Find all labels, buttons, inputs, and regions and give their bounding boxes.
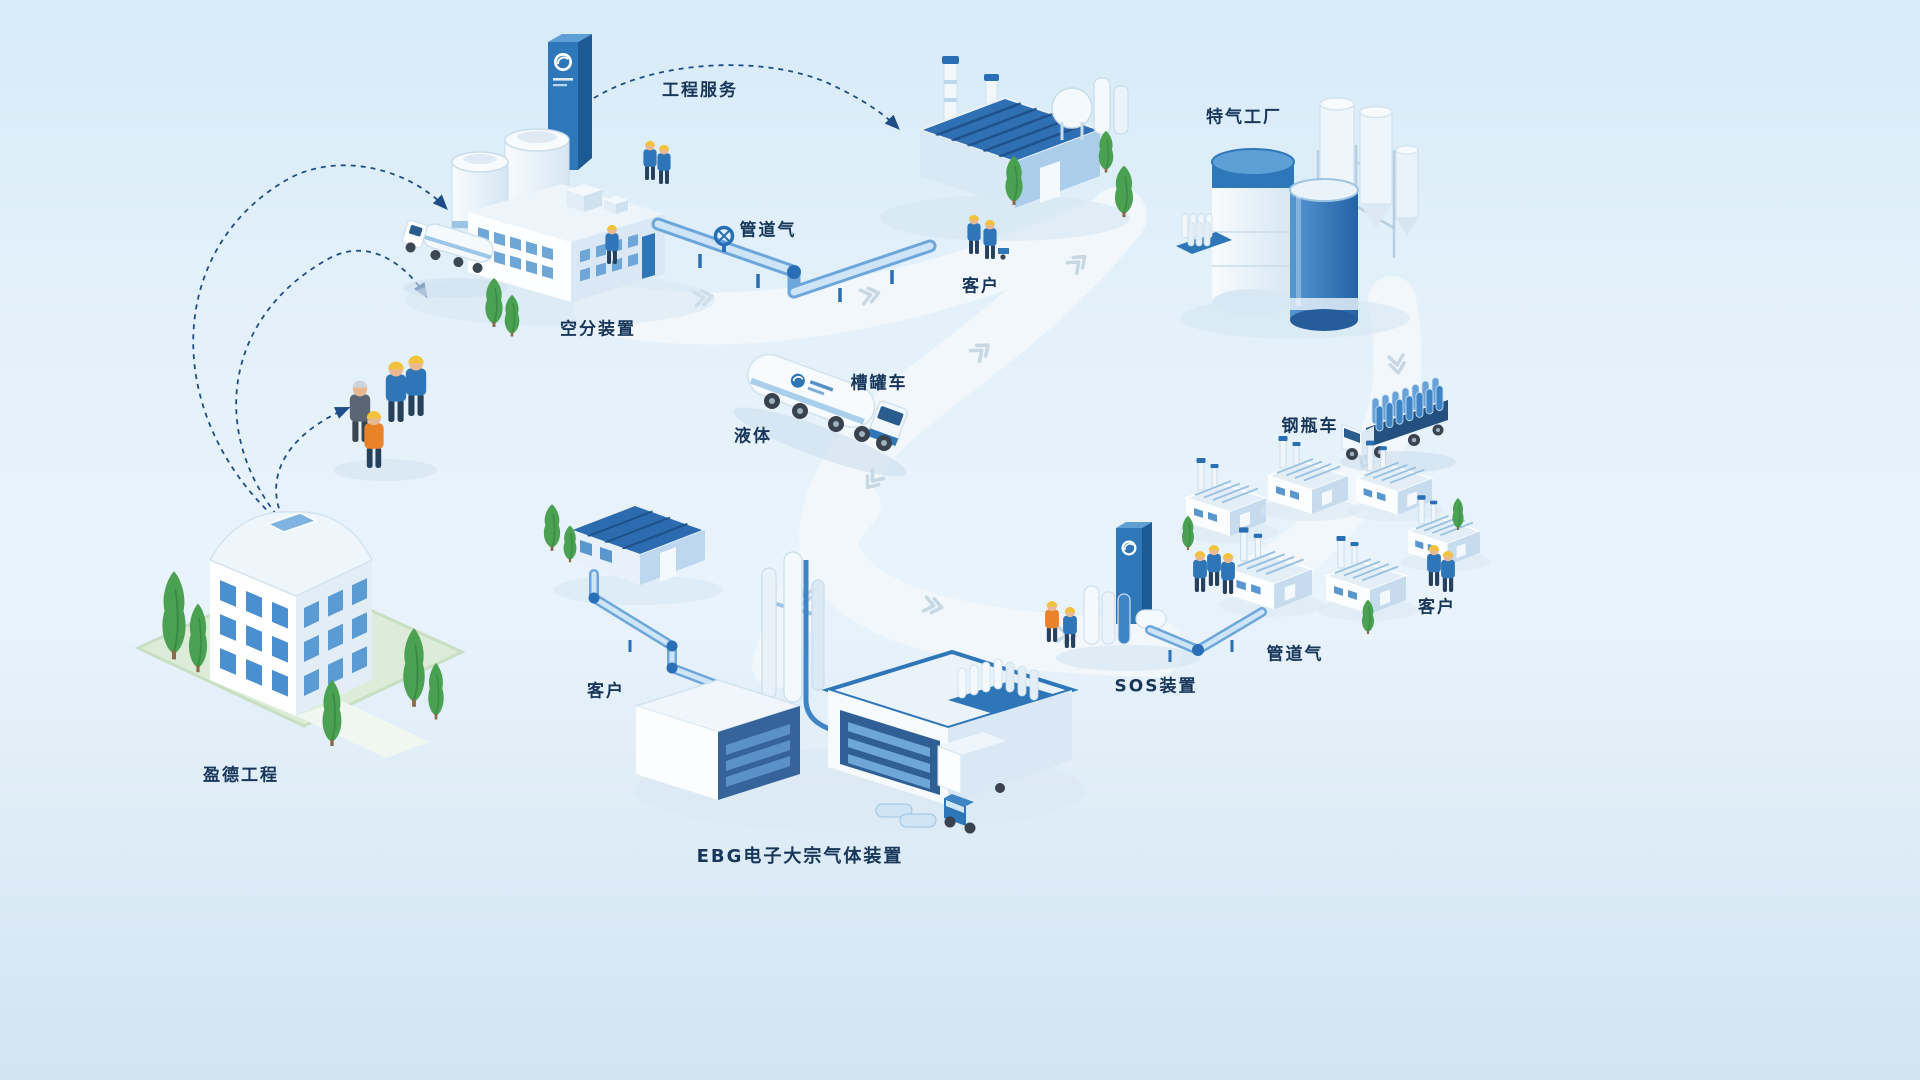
label-engineering-service: 工程服务 — [662, 80, 738, 101]
roof-skylight — [266, 512, 318, 533]
ebg-truck — [937, 732, 1006, 834]
air-separation-unit — [401, 34, 715, 338]
label-tank-truck: 槽罐车 — [850, 373, 908, 394]
people-group-consulting — [333, 355, 437, 481]
label-liquid: 液体 — [734, 426, 772, 447]
cylinder-truck — [1340, 377, 1456, 473]
worker — [1207, 545, 1221, 586]
factory-gas-tanks — [1051, 77, 1129, 140]
tank-truck — [733, 353, 909, 477]
worker — [1193, 551, 1207, 592]
ebg-complex — [633, 551, 1085, 834]
label-pipeline-gas-right: 管道气 — [1266, 644, 1324, 665]
process-columns — [761, 551, 853, 739]
label-pipeline-gas-top: 管道气 — [739, 220, 797, 241]
pipe-elbow — [1192, 644, 1204, 656]
pipeline-top — [651, 217, 937, 302]
label-air-separation-unit: 空分装置 — [560, 319, 636, 340]
gas-cylinders — [1371, 377, 1444, 432]
tree — [427, 662, 445, 721]
customer-plant-left — [543, 503, 761, 705]
label-customer-left: 客户 — [587, 681, 625, 702]
label-sos-unit: SOS装置 — [1114, 676, 1198, 697]
tree — [543, 503, 561, 552]
arc-engineering-service — [593, 64, 900, 130]
sos-unit — [1045, 522, 1200, 671]
special-gas-factory — [1176, 97, 1419, 339]
worker — [657, 144, 671, 184]
pipe-elbow — [787, 265, 801, 279]
ebg-cylinder-rack — [948, 658, 1056, 714]
label-customer-top: 客户 — [962, 276, 1000, 297]
ebg-warehouse-left — [633, 679, 803, 800]
asu-tanker-truck — [401, 219, 507, 298]
factory-door — [1040, 161, 1060, 203]
label-yingde-engineering: 盈德工程 — [203, 765, 279, 786]
arc-consult-1 — [192, 164, 448, 537]
pipe-elbow — [588, 592, 600, 604]
customer-factory-top — [880, 56, 1134, 260]
large-storage-tank-blue — [1289, 178, 1359, 331]
worker — [643, 140, 657, 180]
pipe-elbow — [666, 640, 678, 652]
dashed-flow-arcs — [192, 64, 900, 557]
arc-consult-3 — [275, 406, 351, 557]
cylinder-pack — [1176, 213, 1232, 254]
factory-door — [660, 547, 676, 582]
pipe-elbow — [666, 662, 678, 674]
label-customer-right: 客户 — [1418, 597, 1456, 618]
pipeline-right — [1145, 607, 1267, 662]
arc-consult-2 — [235, 249, 428, 545]
worker — [405, 355, 427, 416]
large-storage-tank-white — [1211, 148, 1295, 315]
pipe-valve-icon — [713, 225, 735, 252]
tree — [1098, 130, 1114, 174]
label-cylinder-truck: 钢瓶车 — [1281, 416, 1339, 437]
label-ebg-unit: EBG电子大宗气体装置 — [696, 846, 904, 867]
worker — [385, 361, 407, 422]
label-special-gas-factory: 特气工厂 — [1206, 107, 1282, 128]
yingde-engineering-building — [134, 511, 466, 758]
hand-cart — [998, 248, 1009, 254]
